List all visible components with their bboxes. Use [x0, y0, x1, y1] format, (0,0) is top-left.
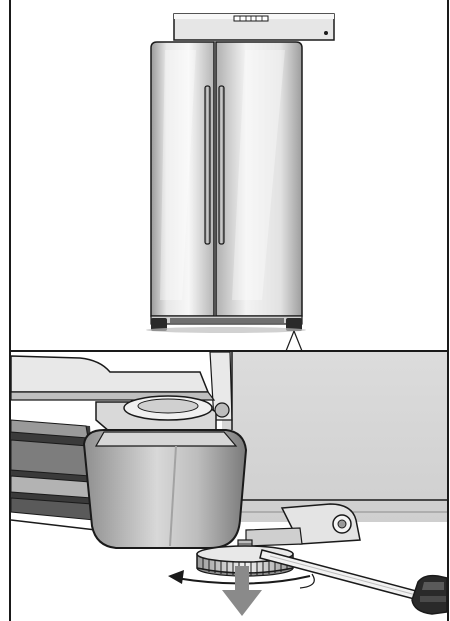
top-panel: [146, 14, 334, 351]
bottom-panel: [11, 352, 447, 616]
leveling-foot-body: [84, 430, 246, 548]
callout-lines: [286, 331, 302, 351]
spirit-level: [174, 14, 334, 40]
refrigerator: [146, 42, 306, 333]
hinge-bracket: [96, 396, 229, 432]
kick-plate: [11, 420, 96, 530]
screwdriver: [260, 550, 447, 614]
